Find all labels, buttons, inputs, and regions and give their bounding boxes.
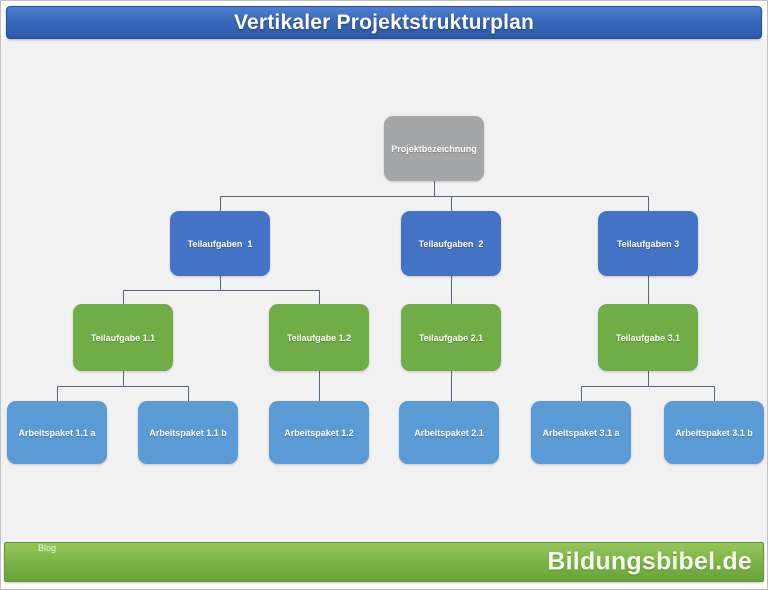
- node-a11a: Arbeitspaket 1.1 a: [7, 401, 107, 464]
- node-t1: Teilaufgaben 1: [170, 211, 270, 276]
- node-label: Teilaufgabe 2.1: [418, 332, 484, 343]
- node-label: Teilaufgabe 3.1: [615, 332, 681, 343]
- node-label: Arbeitspaket 3.1 b: [675, 427, 753, 438]
- footer-brand: Bildungsbibel.de: [547, 547, 752, 576]
- node-label: Teilaufgaben 2: [418, 238, 484, 249]
- node-label: Projektbezeichnung: [391, 143, 477, 154]
- title-bar: Vertikaler Projektstrukturplan: [6, 6, 762, 39]
- node-label: Arbeitspaket 2.1: [414, 427, 484, 438]
- node-label: Teilaufgabe 1.2: [286, 332, 352, 343]
- node-projekt: Projektbezeichnung: [384, 116, 484, 181]
- node-a31b: Arbeitspaket 3.1 b: [664, 401, 764, 464]
- node-a12: Arbeitspaket 1.2: [269, 401, 369, 464]
- node-t11: Teilaufgabe 1.1: [73, 304, 173, 371]
- node-t31: Teilaufgabe 3.1: [598, 304, 698, 371]
- node-label: Arbeitspaket 1.2: [284, 427, 354, 438]
- node-t12: Teilaufgabe 1.2: [269, 304, 369, 371]
- node-label: Teilaufgabe 1.1: [90, 332, 156, 343]
- node-label: Arbeitspaket 3.1 a: [542, 427, 620, 438]
- node-label: Teilaufgaben 3: [616, 238, 680, 249]
- node-t3: Teilaufgaben 3: [598, 211, 698, 276]
- node-t2: Teilaufgaben 2: [401, 211, 501, 276]
- node-label: Teilaufgaben 1: [187, 238, 253, 249]
- page-title: Vertikaler Projektstrukturplan: [233, 10, 535, 34]
- node-a31a: Arbeitspaket 3.1 a: [531, 401, 631, 464]
- footer-blog-label: Blog: [38, 543, 57, 553]
- footer-bar: Blog Bildungsbibel.de: [4, 542, 764, 582]
- node-label: Arbeitspaket 1.1 b: [149, 427, 227, 438]
- node-a11b: Arbeitspaket 1.1 b: [138, 401, 238, 464]
- node-label: Arbeitspaket 1.1 a: [18, 427, 96, 438]
- node-t21: Teilaufgabe 2.1: [401, 304, 501, 371]
- node-a21: Arbeitspaket 2.1: [399, 401, 499, 464]
